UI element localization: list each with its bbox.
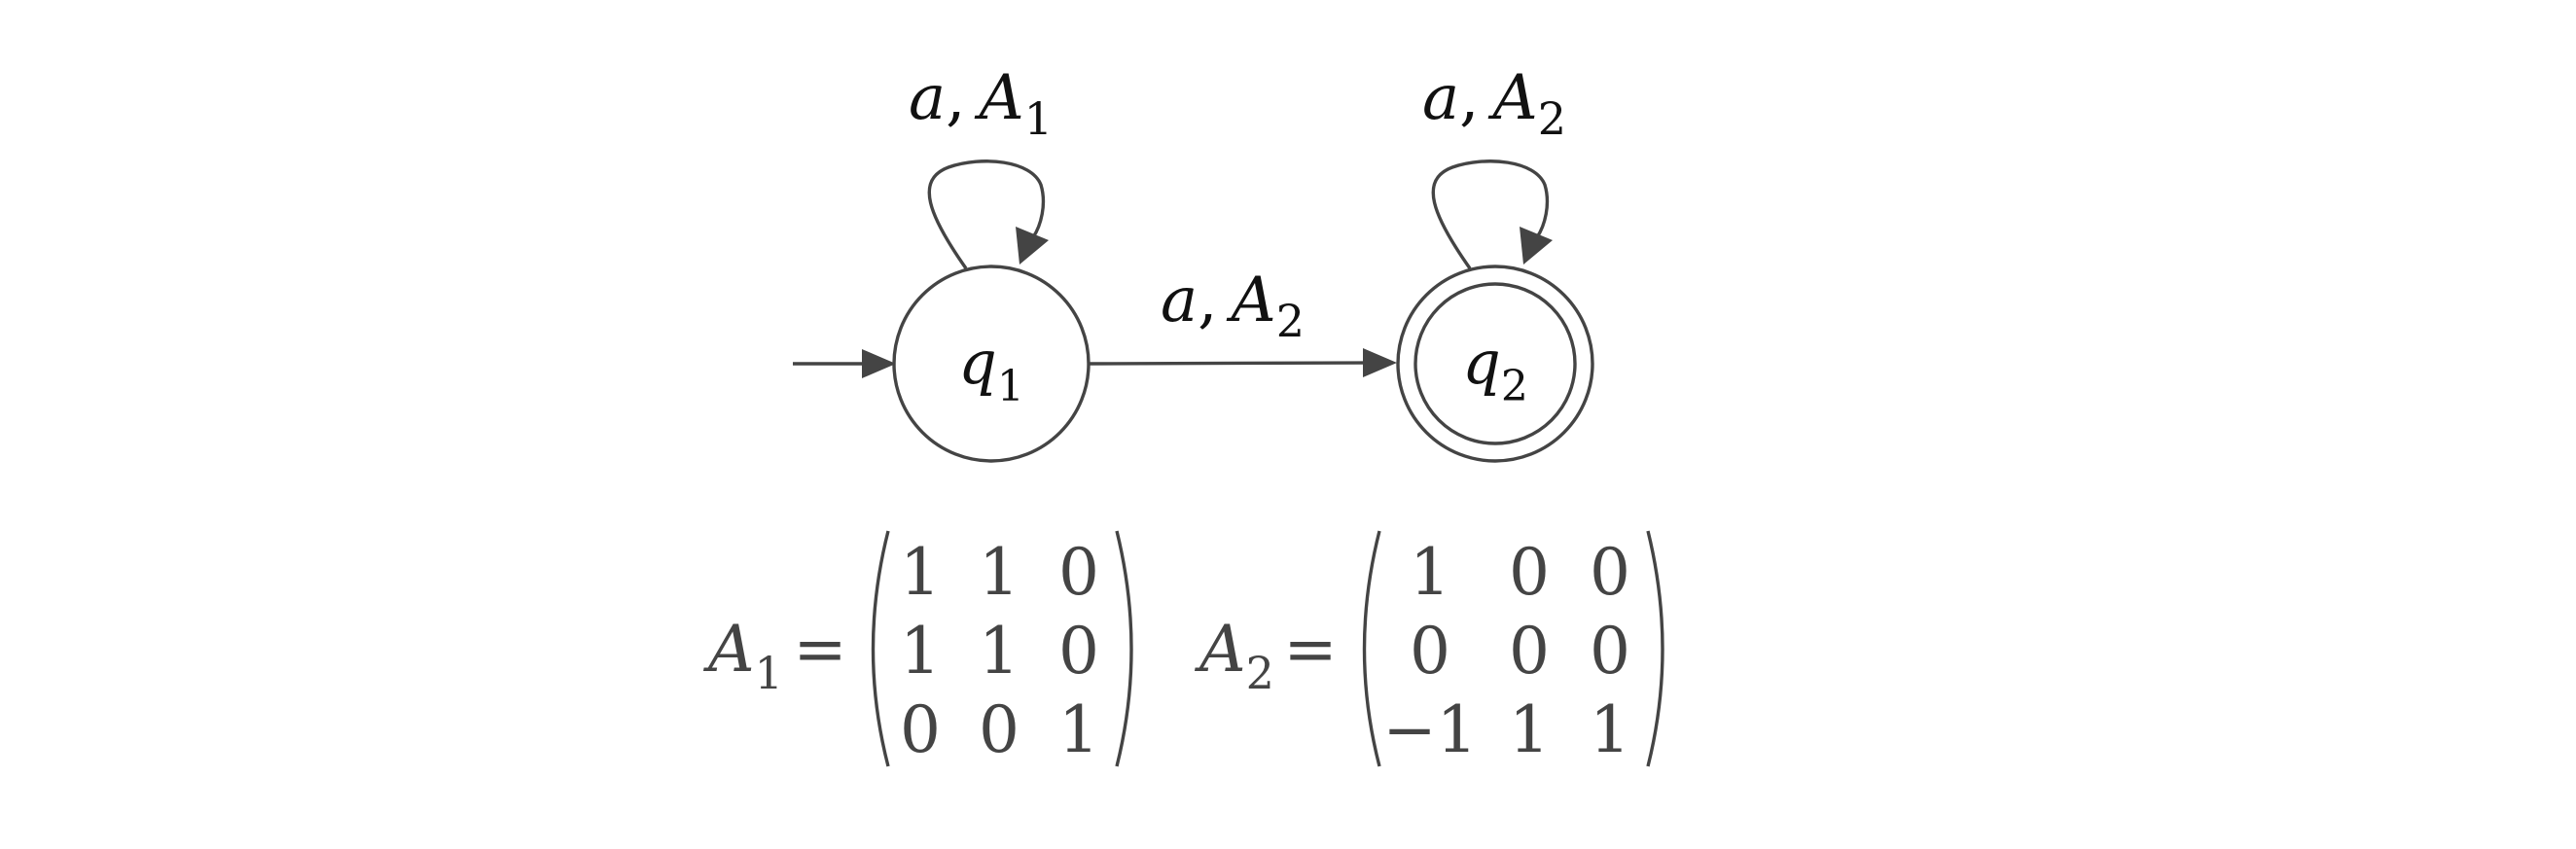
transition-q1-q1-label: a,A1: [909, 62, 1053, 145]
matrix-a2: A2 = 1 0 0 0 0 0 −1 1 1: [1194, 530, 1664, 767]
matrix-a2-symbol: A: [1194, 612, 1246, 687]
transition-q2-q2-matrix-sub: 2: [1538, 92, 1566, 145]
matrix-a2-left-paren: [1362, 530, 1381, 767]
matrix-a1-cell: 0: [1058, 614, 1099, 689]
transition-q1-q2: a,A2: [1089, 265, 1397, 377]
state-q1: q1: [892, 265, 1091, 463]
matrix-a1-symbol: A: [702, 612, 755, 687]
matrix-a2-cell: 1: [1509, 692, 1550, 767]
matrix-a1-cell: 0: [900, 692, 941, 767]
state-q1-label: q1: [958, 327, 1024, 411]
initial-arrow: [793, 349, 896, 378]
matrix-a1-cell: 1: [979, 535, 1020, 610]
matrix-a2-cell: 1: [1590, 692, 1630, 767]
matrix-a2-name: A2: [1194, 612, 1274, 699]
transition-q1-q1: a,A1: [909, 62, 1053, 269]
matrix-a1-cell: 0: [1058, 535, 1099, 610]
state-q1-symbol: q: [958, 327, 997, 398]
matrix-a1: A1 = 1 1 0 1 1 0 0 0 1: [702, 530, 1133, 767]
matrix-a2-cell: 1: [1410, 535, 1450, 610]
matrix-a1-subscript: 1: [755, 647, 783, 699]
transition-q2-q2-letter: a: [1422, 62, 1459, 134]
transition-q2-q2-label: a,A2: [1422, 62, 1566, 145]
transition-q1-q2-matrix: A: [1227, 265, 1276, 336]
transition-q1-q2-label: a,A2: [1161, 265, 1305, 347]
matrix-a1-cell: 1: [900, 614, 941, 689]
matrix-a2-cell: −1: [1382, 692, 1477, 767]
matrix-a2-subscript: 2: [1246, 647, 1274, 699]
matrix-a2-right-paren: [1646, 530, 1664, 767]
matrix-a2-cell: 0: [1590, 535, 1630, 610]
transition-q2-q2-matrix: A: [1488, 62, 1538, 134]
matrix-a2-cell: 0: [1410, 614, 1450, 689]
transition-q2-q2-comma: ,: [1459, 62, 1479, 134]
state-q2: q2: [1396, 265, 1594, 463]
matrix-a1-cell: 0: [979, 692, 1020, 767]
matrix-a1-left-paren: [871, 530, 890, 767]
matrix-a1-right-paren: [1115, 530, 1133, 767]
transition-q1-q1-letter: a: [909, 62, 946, 134]
matrix-a2-cell: 0: [1509, 535, 1550, 610]
matrix-a1-name: A1: [702, 612, 783, 699]
state-q2-label: q2: [1462, 327, 1528, 411]
matrix-a2-cell: 0: [1590, 614, 1630, 689]
transition-q1-q2-matrix-sub: 2: [1276, 295, 1305, 347]
transition-q1-q1-matrix-sub: 1: [1024, 92, 1053, 145]
matrix-a1-equals: =: [793, 612, 846, 687]
transition-q2-q2: a,A2: [1422, 62, 1566, 269]
transition-q1-q2-letter: a: [1161, 265, 1198, 336]
transition-q1-q1-matrix: A: [975, 62, 1024, 134]
state-q2-symbol: q: [1462, 327, 1501, 398]
matrix-a2-equals: =: [1283, 612, 1337, 687]
matrix-a1-cell: 1: [1058, 692, 1099, 767]
state-q2-subscript: 2: [1501, 362, 1528, 411]
transition-q1-q1-comma: ,: [946, 62, 965, 134]
matrix-a2-cell: 0: [1509, 614, 1550, 689]
state-q1-subscript: 1: [997, 362, 1024, 411]
matrix-a1-cell: 1: [979, 614, 1020, 689]
transition-q1-q2-comma: ,: [1198, 265, 1217, 336]
matrix-a1-cell: 1: [900, 535, 941, 610]
